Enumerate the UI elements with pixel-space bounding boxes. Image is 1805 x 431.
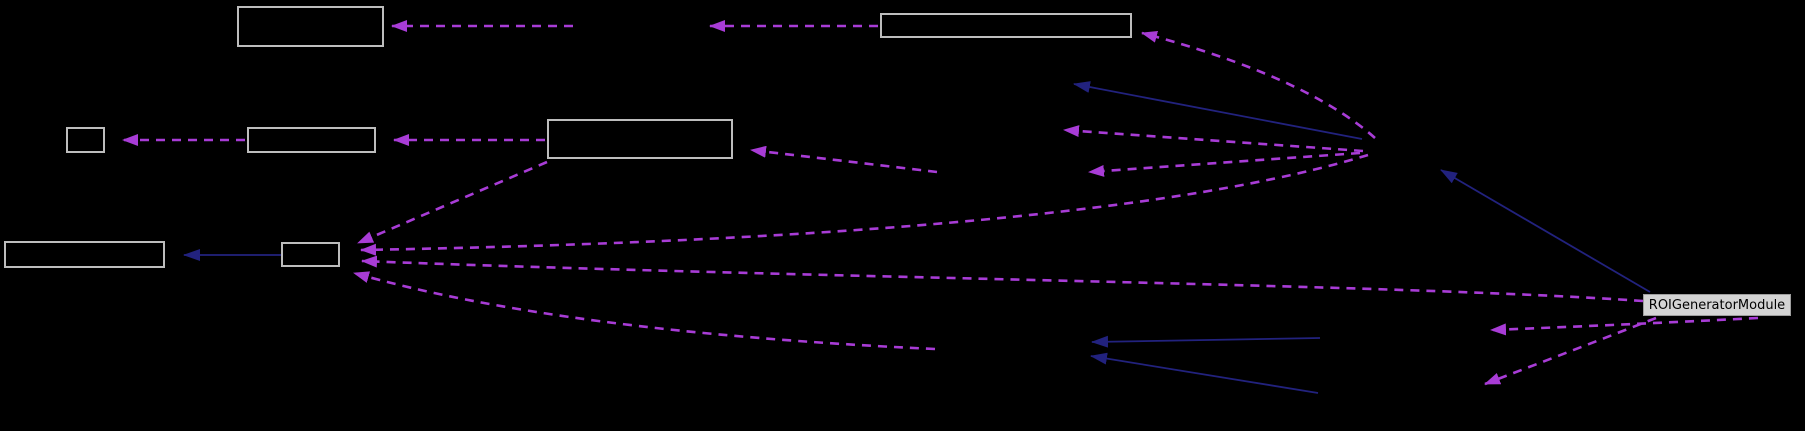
edge-blue-from-roi-module: [1440, 169, 1651, 293]
edge-blue-hub-upper: [1073, 81, 1363, 140]
node-top-left-box[interactable]: [237, 6, 384, 47]
edge-dashed-hub-left-1: [1063, 125, 1364, 153]
node-mid-left-box[interactable]: [247, 127, 376, 153]
node-bottom-small-box[interactable]: [281, 242, 340, 267]
edge-dashed-bottom-curve-to-bottom-small-box: [353, 271, 936, 351]
edge-dashed-center-to-bottom-small-box: [357, 160, 548, 245]
node-bottom-left-box[interactable]: [4, 241, 165, 268]
edge-dashed-roi-to-bottom-small-box: [361, 255, 1644, 303]
edge-dashed-curve-to-top-right-box: [1141, 31, 1376, 139]
node-small-left-box[interactable]: [66, 127, 105, 153]
edge-blue-bottom-1: [1091, 335, 1321, 348]
roi-generator-module-label: ROIGeneratorModule: [1648, 297, 1786, 313]
edge-blue-bottom-2: [1090, 352, 1319, 394]
edge-dashed-hub-left-2: [1088, 151, 1361, 177]
edge-dashed-roi-down-left-2: [1484, 316, 1657, 386]
node-top-right-box[interactable]: [880, 13, 1132, 38]
edge-dashed-to-center-box: [750, 145, 938, 174]
node-center-box[interactable]: [547, 119, 733, 159]
edge-dashed-roi-down-left-1: [1490, 316, 1759, 336]
edge-dashed-hub-to-bottom-small-box: [360, 153, 1369, 256]
node-roi-generator-module[interactable]: ROIGeneratorModule: [1643, 294, 1791, 316]
